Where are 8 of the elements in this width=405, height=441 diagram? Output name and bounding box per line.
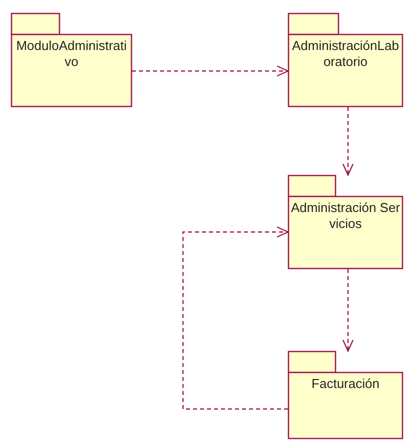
dependency-arrow — [132, 65, 289, 77]
package-name: Administración Servicios — [290, 200, 401, 232]
package-name: AdministraciónLaboratorio — [291, 38, 400, 70]
dependency-arrow — [342, 269, 354, 352]
dependency-arrow — [182, 226, 289, 410]
package-name: ModuloAdministrativo — [15, 38, 128, 70]
package-name: Facturación — [310, 376, 380, 392]
dependency-arrow — [342, 107, 354, 176]
